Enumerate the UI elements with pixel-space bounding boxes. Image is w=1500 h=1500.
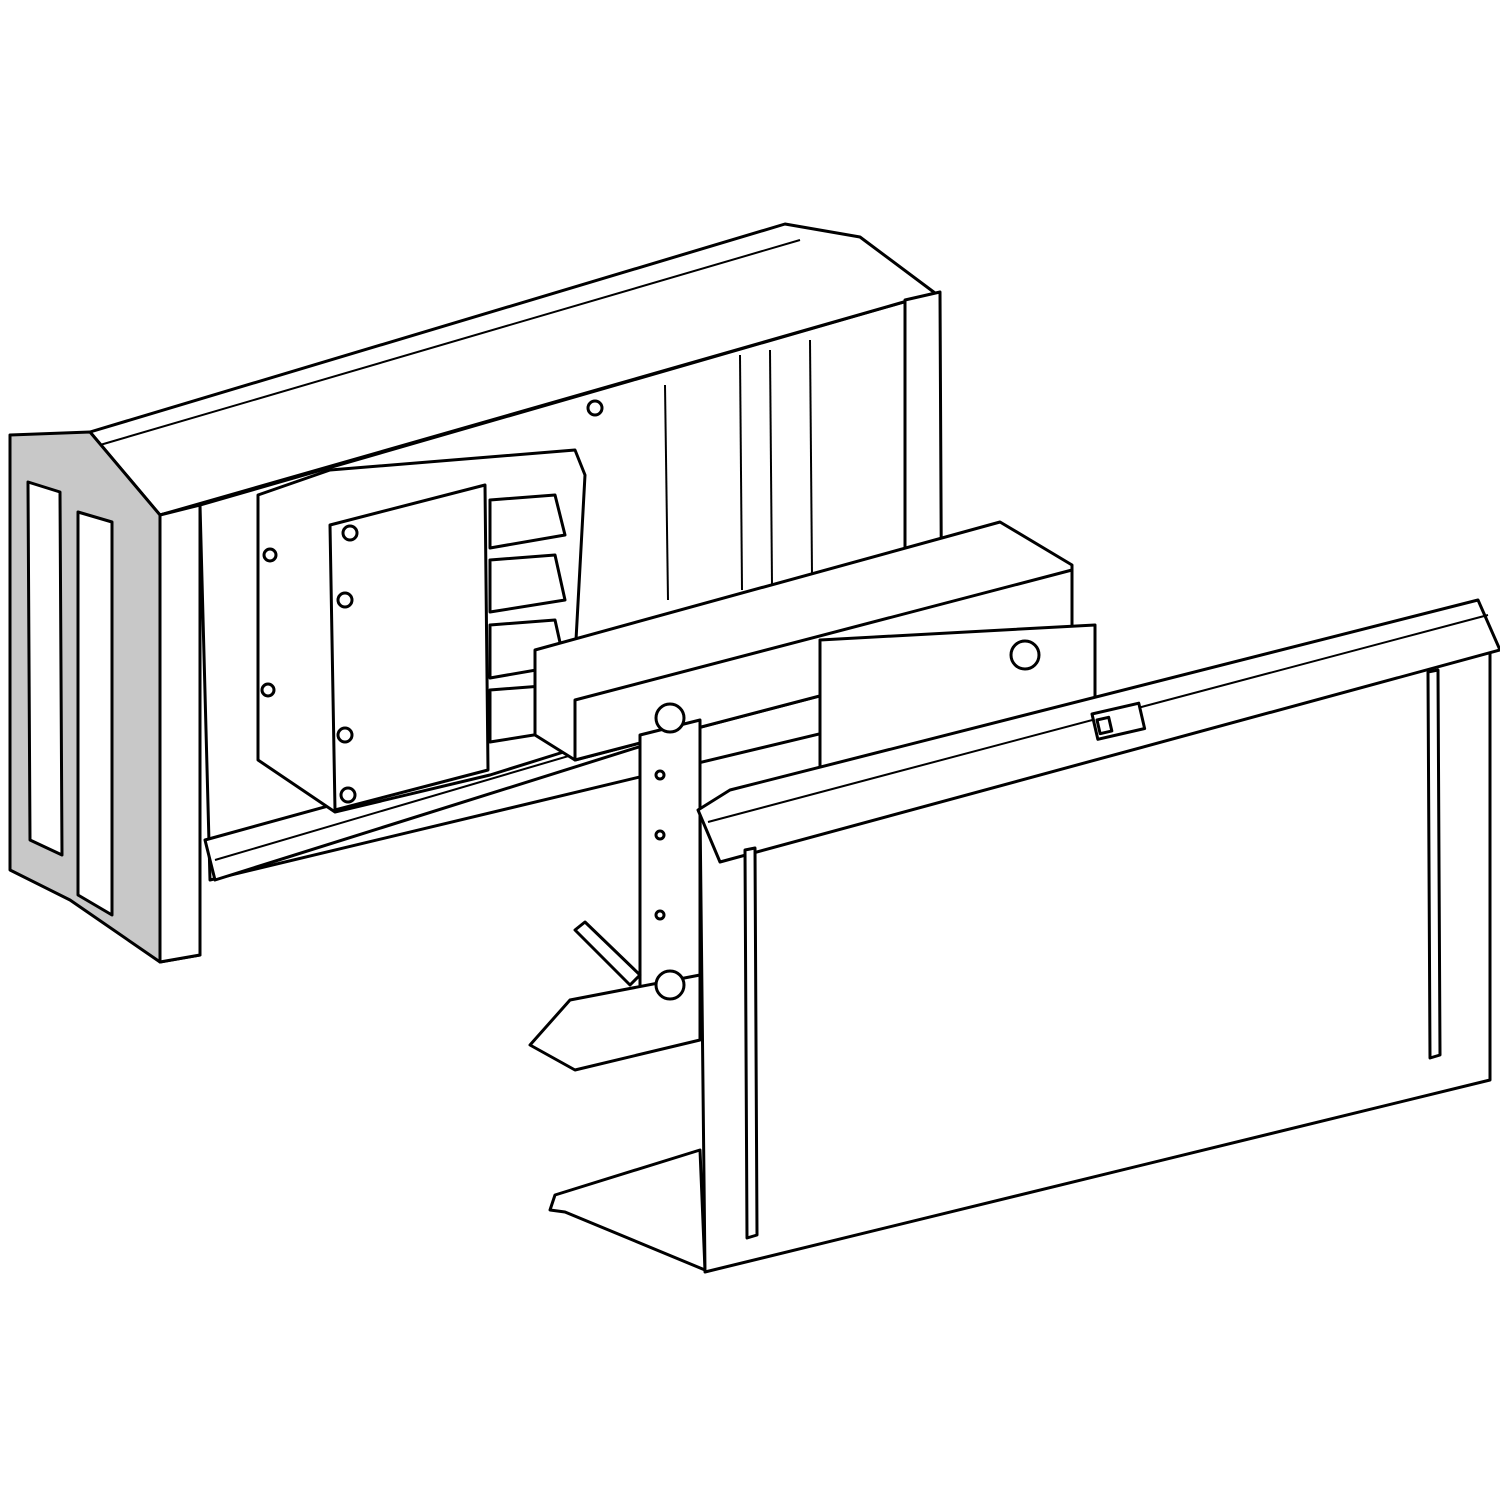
busbar-finger <box>488 493 567 550</box>
screw-icon <box>336 591 354 609</box>
end-cap-opening-left <box>26 480 64 857</box>
interior-rib <box>664 384 669 601</box>
foot-bracket <box>528 973 702 1072</box>
interior-rib <box>769 349 773 586</box>
screw-icon <box>586 399 604 417</box>
cover-rib-left <box>743 846 759 1240</box>
busbar-finger <box>488 553 567 614</box>
screws <box>260 399 604 804</box>
vertical-plate <box>638 718 702 1012</box>
hole <box>654 769 666 781</box>
hole <box>654 909 666 921</box>
bottom-tray <box>548 1148 707 1272</box>
screw-icon <box>262 547 278 563</box>
end-cap <box>8 430 202 964</box>
screw-icon <box>339 786 357 804</box>
hex-bolt-icon <box>654 702 686 734</box>
screw-icon <box>341 524 359 542</box>
screw-icon <box>260 682 276 698</box>
hex-bolt-icon <box>654 969 686 1001</box>
lid-edge-line <box>99 239 801 446</box>
hex-bolt-icon <box>1009 639 1041 671</box>
end-cap-opening-right <box>76 510 114 917</box>
pin <box>573 920 642 987</box>
connector-front-plate <box>328 483 490 812</box>
joint-bracket <box>528 520 1097 1072</box>
latch-slot <box>1095 715 1114 736</box>
interior-rib <box>809 339 813 576</box>
duct-cover <box>548 598 1500 1274</box>
hole <box>654 829 666 841</box>
screw-icon <box>336 726 354 744</box>
connector-block <box>256 399 604 814</box>
interior-rib <box>739 354 743 591</box>
end-cap-side-face <box>158 503 202 964</box>
cover-rib-right <box>1426 668 1442 1060</box>
